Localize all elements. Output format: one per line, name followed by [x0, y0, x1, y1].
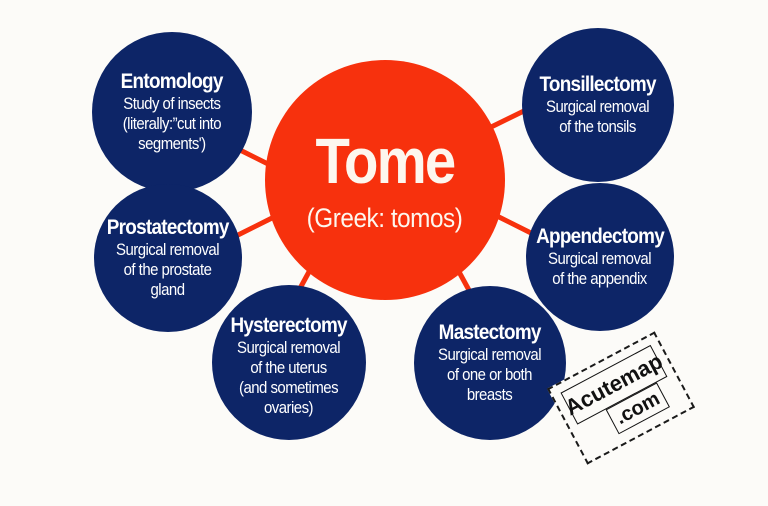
center-title: Tome [315, 125, 457, 197]
node-title: Entomology [120, 70, 224, 93]
node-desc-line: Surgical removal [438, 345, 543, 364]
node-desc-line: of the appendix [552, 269, 648, 288]
node-desc-line: Study of insects [123, 94, 221, 113]
node-desc-line: ovaries) [264, 397, 314, 417]
node-title: Prostatectomy [107, 216, 230, 239]
node-hysterectomy: Hysterectomy Surgical removal of the ute… [212, 285, 366, 440]
node-desc-line: Surgical removal [548, 249, 653, 268]
connector-appendectomy [493, 212, 537, 238]
node-desc-line: breasts [467, 385, 513, 404]
node-prostatectomy: Prostatectomy Surgical removal of the pr… [94, 184, 242, 332]
node-desc-line: (and sometimes [239, 377, 339, 397]
node-desc-line: of one or both [447, 365, 533, 384]
node-desc-line: Surgical removal [546, 97, 651, 116]
node-desc-line: segments') [138, 134, 206, 153]
node-desc-line: (literally:”cut into [122, 114, 222, 133]
node-desc-line: of the prostate [124, 260, 212, 279]
node-title: Tonsillectomy [539, 73, 657, 96]
center-node-tome: Tome (Greek: tomos) [265, 60, 505, 300]
node-title: Hysterectomy [230, 313, 348, 337]
node-entomology: Entomology Study of insects (literally:”… [92, 32, 252, 192]
connector-prostatectomy [230, 215, 274, 241]
node-desc-line: gland [151, 280, 186, 299]
center-subtitle: (Greek: tomos) [307, 203, 463, 233]
node-appendectomy: Appendectomy Surgical removal of the app… [526, 183, 674, 331]
node-mastectomy: Mastectomy Surgical removal of one or bo… [414, 286, 566, 440]
node-title: Mastectomy [438, 321, 542, 344]
node-desc-line: Surgical removal [116, 240, 221, 259]
node-title: Appendectomy [536, 225, 665, 248]
node-desc-line: of the tonsils [559, 117, 637, 136]
node-tonsillectomy: Tonsillectomy Surgical removal of the to… [522, 28, 674, 182]
node-desc-line: Surgical removal [237, 337, 342, 357]
node-desc-line: of the uterus [250, 357, 328, 377]
